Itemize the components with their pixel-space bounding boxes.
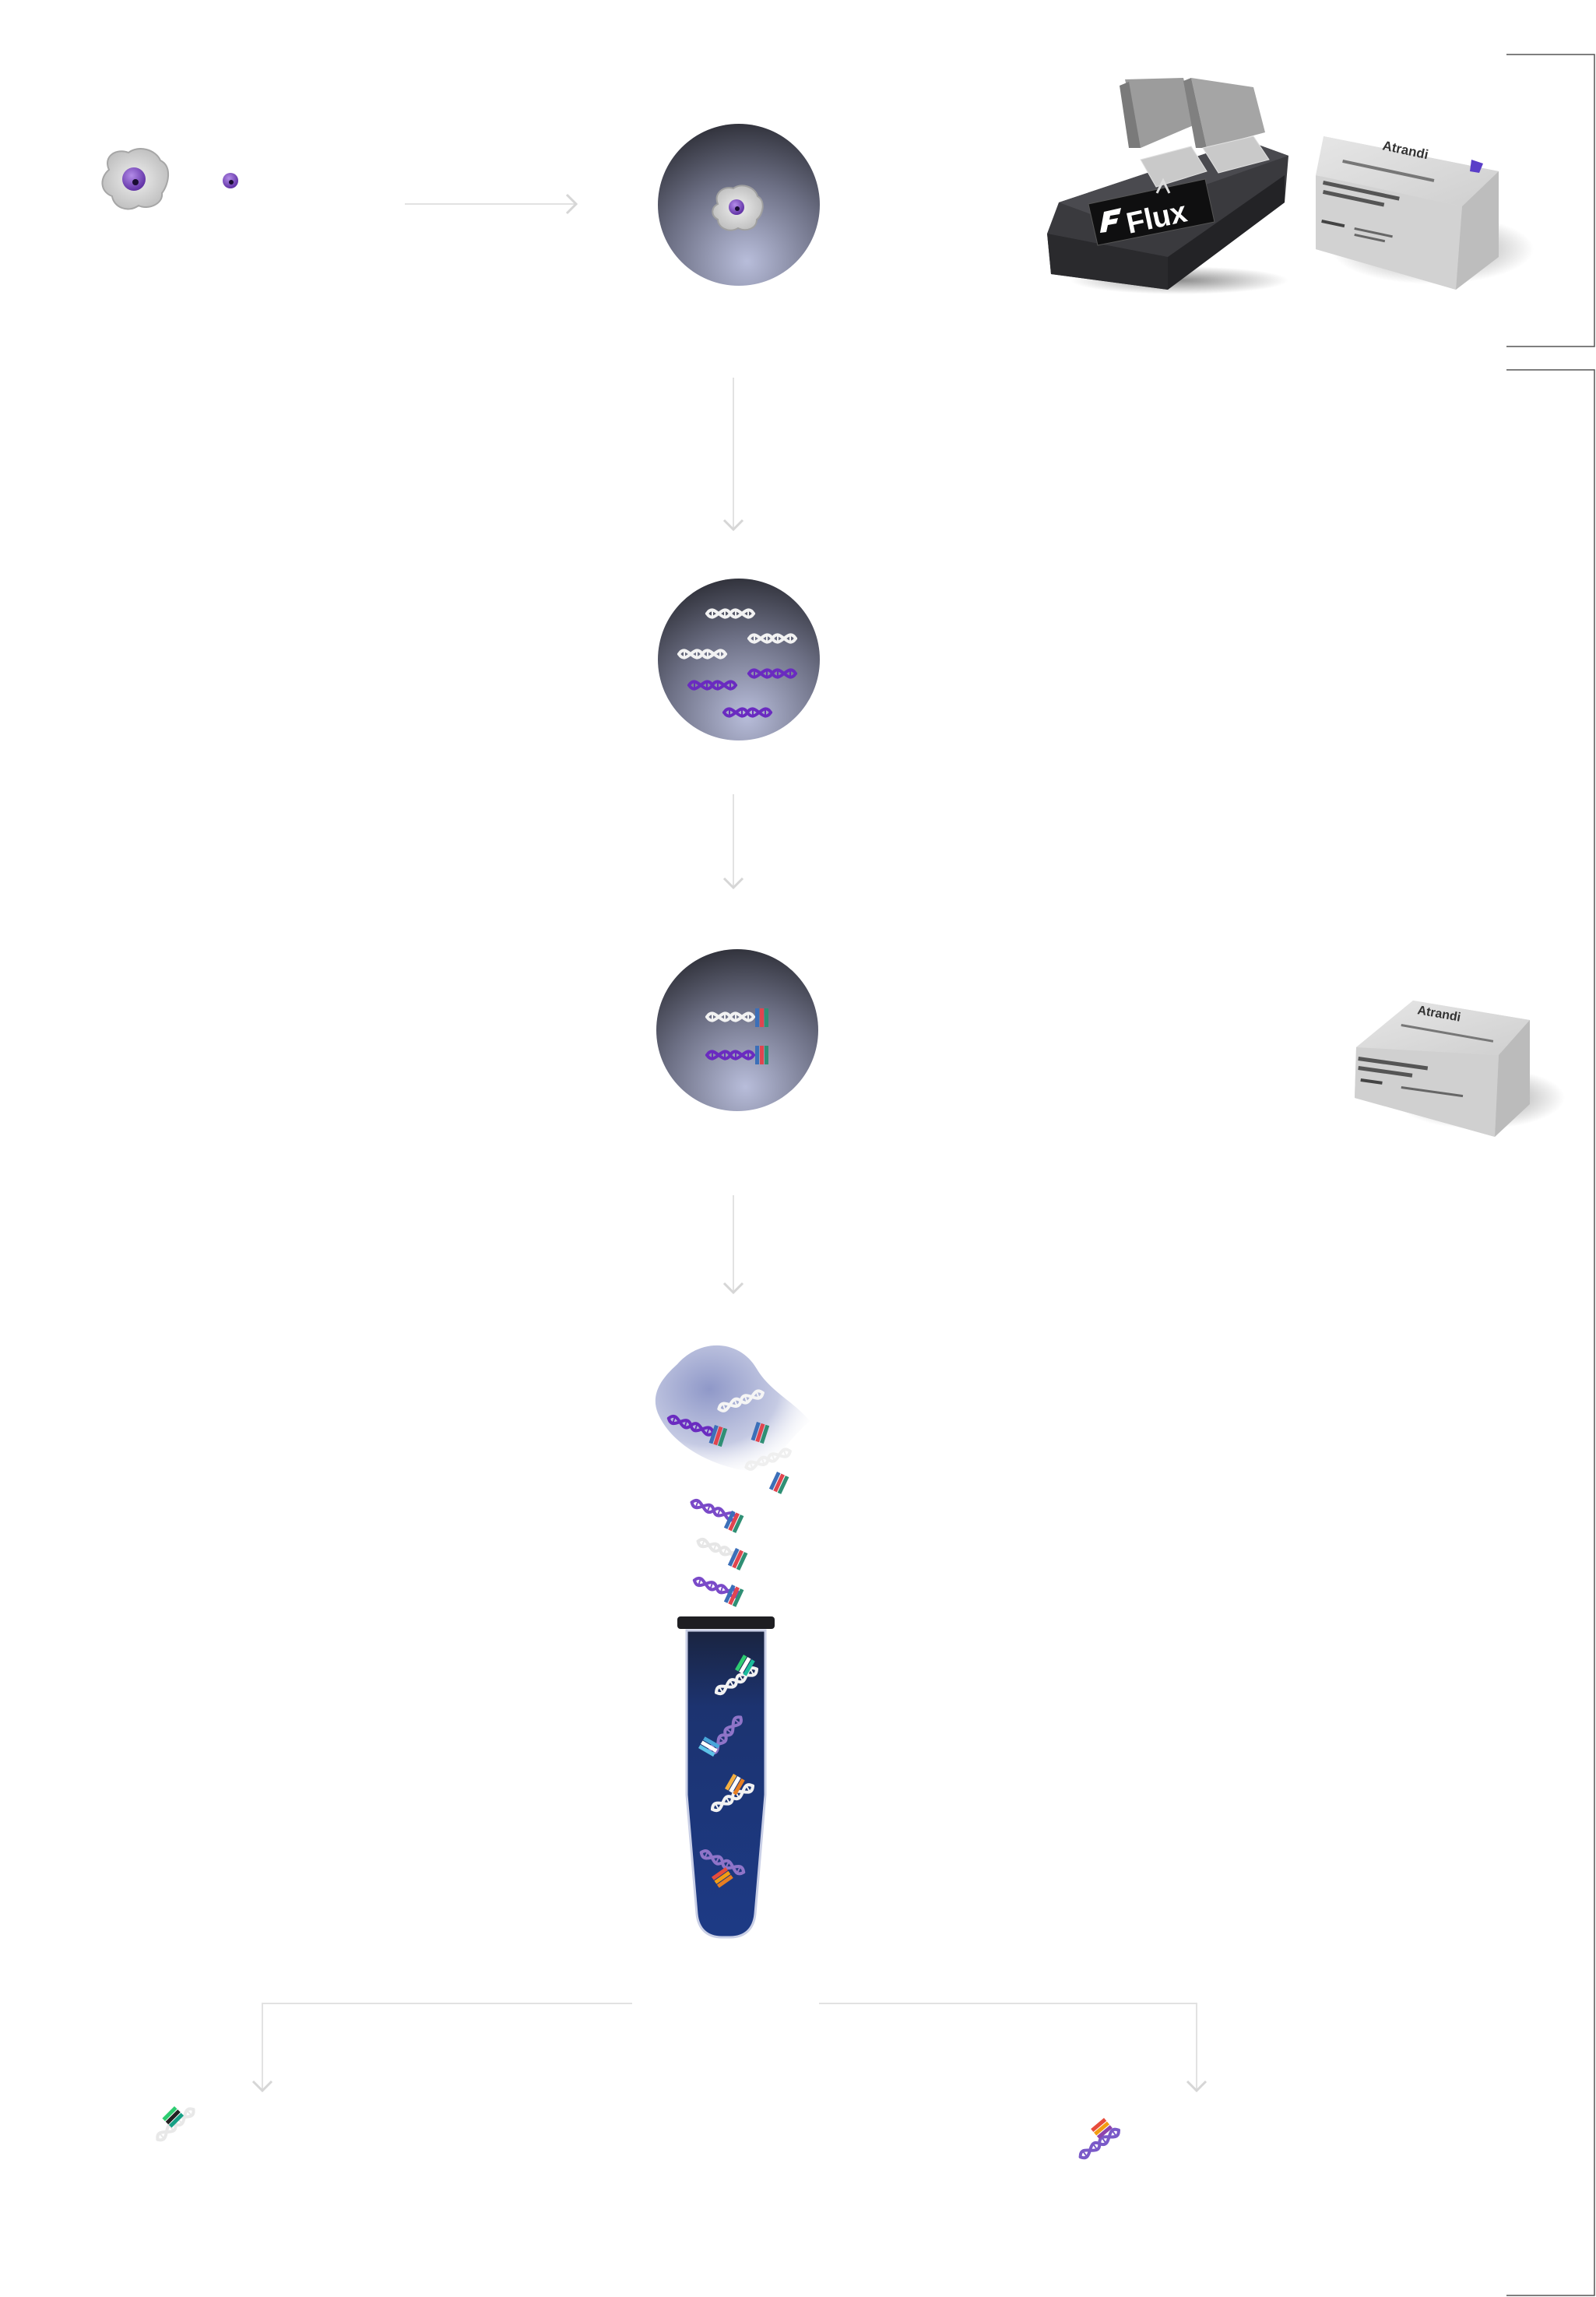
flow-arrows <box>251 193 1208 2093</box>
capsule-with-barcoded-dna <box>656 949 818 1111</box>
right-brackets <box>1506 54 1595 2296</box>
cell-large <box>101 148 169 210</box>
falling-fragments <box>688 1445 793 1607</box>
kit-box-1: Atrandi <box>1316 136 1534 290</box>
arrow-split-left <box>251 2003 632 2093</box>
released-capsule <box>655 1345 810 1471</box>
arrow-split-right <box>819 2003 1208 2093</box>
collection-tube <box>677 1616 775 1939</box>
bracket-top <box>1506 54 1595 347</box>
bracket-bottom <box>1506 369 1595 2296</box>
kit-box-2: Atrandi <box>1355 1001 1565 1137</box>
output-fragment-right <box>1076 2118 1123 2163</box>
cell-small <box>223 173 238 188</box>
flux-instrument: Flux <box>1047 78 1288 294</box>
capsule-with-cell <box>658 124 820 286</box>
output-fragment-left <box>153 2104 199 2145</box>
capsule-with-dna <box>658 579 820 740</box>
